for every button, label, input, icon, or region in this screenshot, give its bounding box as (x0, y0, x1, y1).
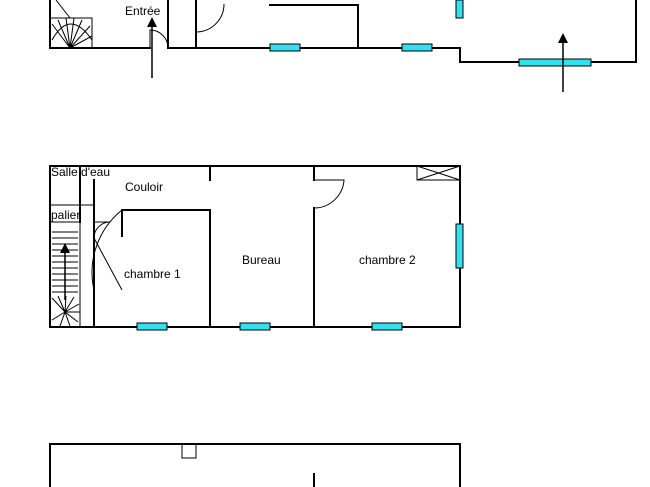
ground-window-4 (518, 58, 592, 67)
window-chambre1 (136, 322, 168, 331)
entry-arrow-left-head (147, 17, 157, 27)
chambre2-door-swing (313, 179, 345, 209)
chambre1-door-swing (91, 209, 123, 291)
attic-chimney (181, 443, 197, 459)
first-floor: Salle d'eau Couloir palier chambre 1 Bur… (49, 165, 464, 331)
spiral-stair-icon (51, 295, 80, 327)
ground-window-2 (401, 43, 433, 52)
chimney-box (416, 165, 461, 181)
window-chambre2-bottom (371, 322, 403, 331)
ground-door-swing (195, 3, 225, 33)
chambre1-walls (121, 209, 211, 328)
label-palier: palier (51, 208, 80, 222)
label-couloir: Couloir (125, 180, 163, 194)
window-chambre2-side (455, 223, 464, 269)
ground-partition-b (269, 4, 359, 49)
entry-door-swing (149, 29, 169, 49)
entry-arrow-right-head (558, 33, 568, 43)
first-floor-outer-walls (49, 165, 461, 328)
label-chambre2: chambre 2 (359, 253, 416, 267)
label-entree: Entrée (125, 4, 161, 18)
ground-window-3 (455, 0, 464, 19)
label-chambre1: chambre 1 (124, 267, 181, 281)
attic-walls (49, 443, 461, 487)
label-bureau: Bureau (242, 253, 281, 267)
attic-floor (49, 443, 461, 487)
window-bureau (239, 322, 271, 331)
ground-spiral-stair-icon (51, 0, 93, 49)
stair-outline (49, 221, 81, 328)
label-salle-deau: Salle d'eau (51, 165, 110, 179)
stair-arrow-head (60, 243, 70, 253)
ground-window-1 (269, 43, 301, 52)
ground-floor: Entrée (49, 0, 637, 92)
